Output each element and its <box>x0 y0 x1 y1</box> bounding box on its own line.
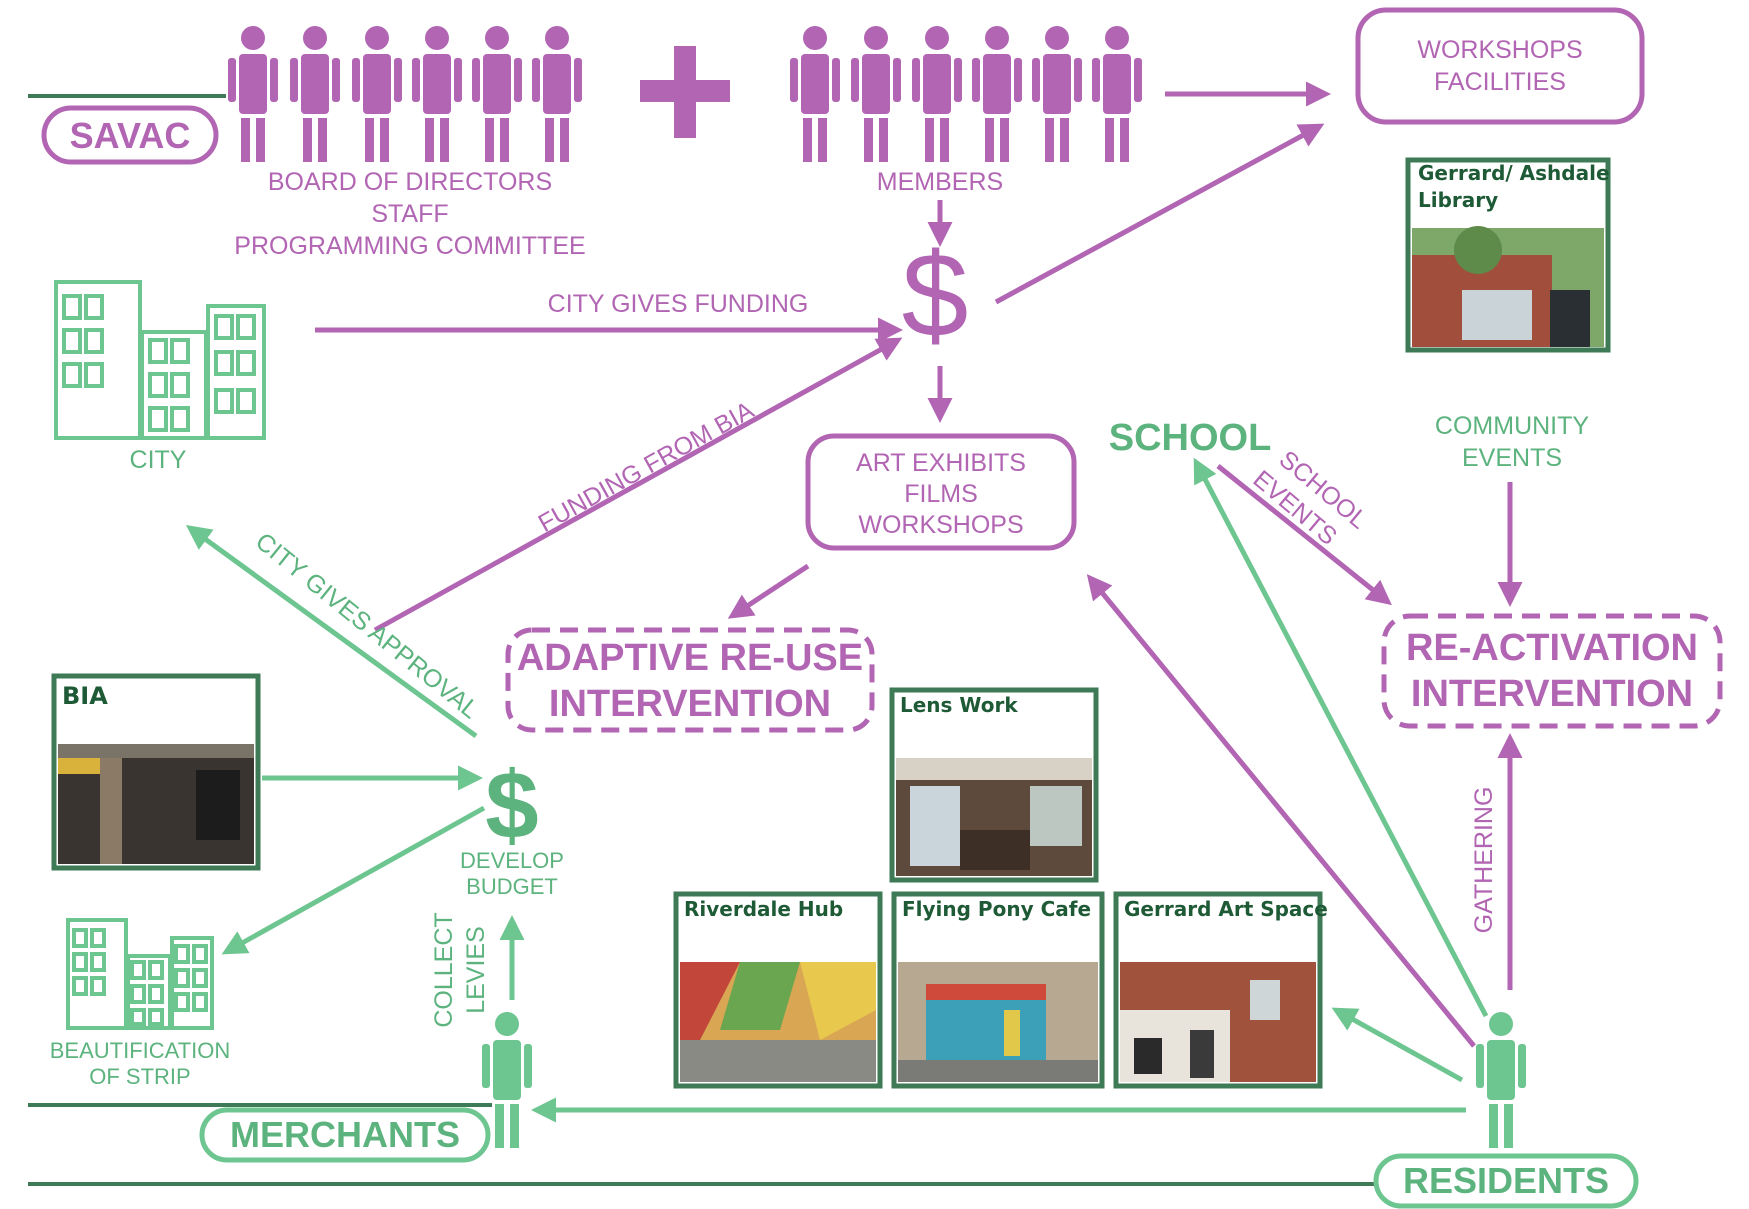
board-people-group <box>228 26 582 162</box>
person-icon <box>532 26 582 162</box>
collect-levies-label: COLLECT LEVIES <box>430 912 490 1027</box>
mural-building-photo <box>680 962 876 1082</box>
svg-text:Flying Pony Cafe: Flying Pony Cafe <box>902 897 1091 921</box>
svg-text:RE-ACTIVATION: RE-ACTIVATION <box>1406 627 1698 669</box>
svg-text:STAFF: STAFF <box>371 200 448 228</box>
reactivation-intervention: RE-ACTIVATION INTERVENTION <box>1381 613 1723 729</box>
small-buildings-icon <box>66 918 214 1030</box>
city-approval-label: CITY GIVES APPROVAL <box>250 527 484 724</box>
savac-badge: SAVAC <box>41 105 219 165</box>
person-icon <box>228 26 278 162</box>
person-icon <box>290 26 340 162</box>
svg-text:RESIDENTS: RESIDENTS <box>1403 1160 1609 1201</box>
svg-text:Gerrard/ Ashdale: Gerrard/ Ashdale <box>1418 161 1610 185</box>
venue-card-riverdale-hub: Riverdale Hub <box>673 891 883 1089</box>
person-icon <box>1032 26 1082 162</box>
svg-text:COLLECT: COLLECT <box>430 912 458 1027</box>
svg-text:MERCHANTS: MERCHANTS <box>230 1114 460 1155</box>
school-label: SCHOOL <box>1109 417 1272 459</box>
svg-text:OF STRIP: OF STRIP <box>89 1064 190 1089</box>
members-people-group <box>790 26 1142 162</box>
svg-text:FACILITIES: FACILITIES <box>1434 68 1566 96</box>
svg-text:Gerrard Art Space: Gerrard Art Space <box>1124 897 1328 921</box>
community-events-label: COMMUNITY EVENTS <box>1435 412 1589 472</box>
storefront-photo <box>58 744 254 864</box>
svg-text:ART EXHIBITS: ART EXHIBITS <box>856 449 1026 477</box>
svg-text:DEVELOP: DEVELOP <box>460 848 564 873</box>
person-icon <box>912 26 962 162</box>
library-card: Gerrard/ Ashdale Library <box>1405 157 1611 353</box>
venue-card-flying-pony-cafe: Flying Pony Cafe <box>891 891 1105 1089</box>
venue-card-lens-work: Lens Work <box>889 687 1099 883</box>
members-label: MEMBERS <box>877 168 1003 196</box>
person-icon <box>851 26 901 162</box>
develop-budget-label: DEVELOP BUDGET <box>460 848 564 899</box>
svg-text:EVENTS: EVENTS <box>1462 444 1562 472</box>
funding-dollar-icon: $ <box>902 228 969 362</box>
svg-text:Riverdale Hub: Riverdale Hub <box>684 897 843 921</box>
plus-icon <box>640 46 730 138</box>
svg-text:Library: Library <box>1418 188 1498 212</box>
svg-text:WORKSHOPS: WORKSHOPS <box>858 511 1023 539</box>
library-photo <box>1412 226 1604 347</box>
gathering-label: GATHERING <box>1470 787 1498 934</box>
city-label: CITY <box>130 446 187 474</box>
svg-text:FILMS: FILMS <box>904 480 978 508</box>
corner-cafe-photo <box>898 962 1098 1082</box>
merchants-badge: MERCHANTS <box>199 1107 491 1163</box>
svg-text:INTERVENTION: INTERVENTION <box>549 683 831 725</box>
person-icon <box>1092 26 1142 162</box>
svg-text:BEAUTIFICATION: BEAUTIFICATION <box>50 1038 231 1063</box>
green-arrows <box>185 457 1489 1123</box>
svg-text:COMMUNITY: COMMUNITY <box>1435 412 1589 440</box>
svg-text:SAVAC: SAVAC <box>70 115 191 156</box>
svg-text:WORKSHOPS: WORKSHOPS <box>1417 36 1582 64</box>
beautification-label: BEAUTIFICATION OF STRIP <box>50 1038 231 1089</box>
person-icon <box>790 26 840 162</box>
residents-badge: RESIDENTS <box>1373 1153 1639 1209</box>
art-exhibits-box: ART EXHIBITS FILMS WORKSHOPS <box>805 433 1077 551</box>
cafe-interior-photo <box>896 758 1092 876</box>
person-icon <box>972 26 1022 162</box>
city-funding-label: CITY GIVES FUNDING <box>548 290 809 318</box>
svg-text:INTERVENTION: INTERVENTION <box>1411 673 1693 715</box>
purple-arrows <box>315 81 1523 1048</box>
resident-person-icon <box>1476 1012 1526 1148</box>
person-icon <box>472 26 522 162</box>
venue-card-gerrard-art-space: Gerrard Art Space <box>1113 891 1328 1089</box>
bia-funding-label: FUNDING FROM BIA <box>534 396 759 538</box>
svg-text:LEVIES: LEVIES <box>462 926 490 1014</box>
svg-text:BOARD OF DIRECTORS: BOARD OF DIRECTORS <box>268 168 552 196</box>
person-icon <box>352 26 402 162</box>
svg-text:BIA: BIA <box>62 682 108 710</box>
gallery-building-photo <box>1120 962 1316 1082</box>
svg-text:ADAPTIVE RE-USE: ADAPTIVE RE-USE <box>517 637 863 679</box>
budget-dollar-icon: $ <box>485 752 538 859</box>
buildings-icon <box>54 280 266 440</box>
workshops-facilities-box: WORKSHOPS FACILITIES <box>1355 7 1645 125</box>
bia-card: BIA <box>51 673 261 871</box>
board-labels: BOARD OF DIRECTORS STAFF PROGRAMMING COM… <box>234 168 585 260</box>
baselines <box>28 94 1380 1186</box>
person-icon <box>412 26 462 162</box>
svg-text:BUDGET: BUDGET <box>466 874 558 899</box>
svg-text:PROGRAMMING COMMITTEE: PROGRAMMING COMMITTEE <box>234 232 585 260</box>
svg-text:Lens Work: Lens Work <box>900 693 1018 717</box>
adaptive-reuse-intervention: ADAPTIVE RE-USE INTERVENTION <box>505 627 875 733</box>
